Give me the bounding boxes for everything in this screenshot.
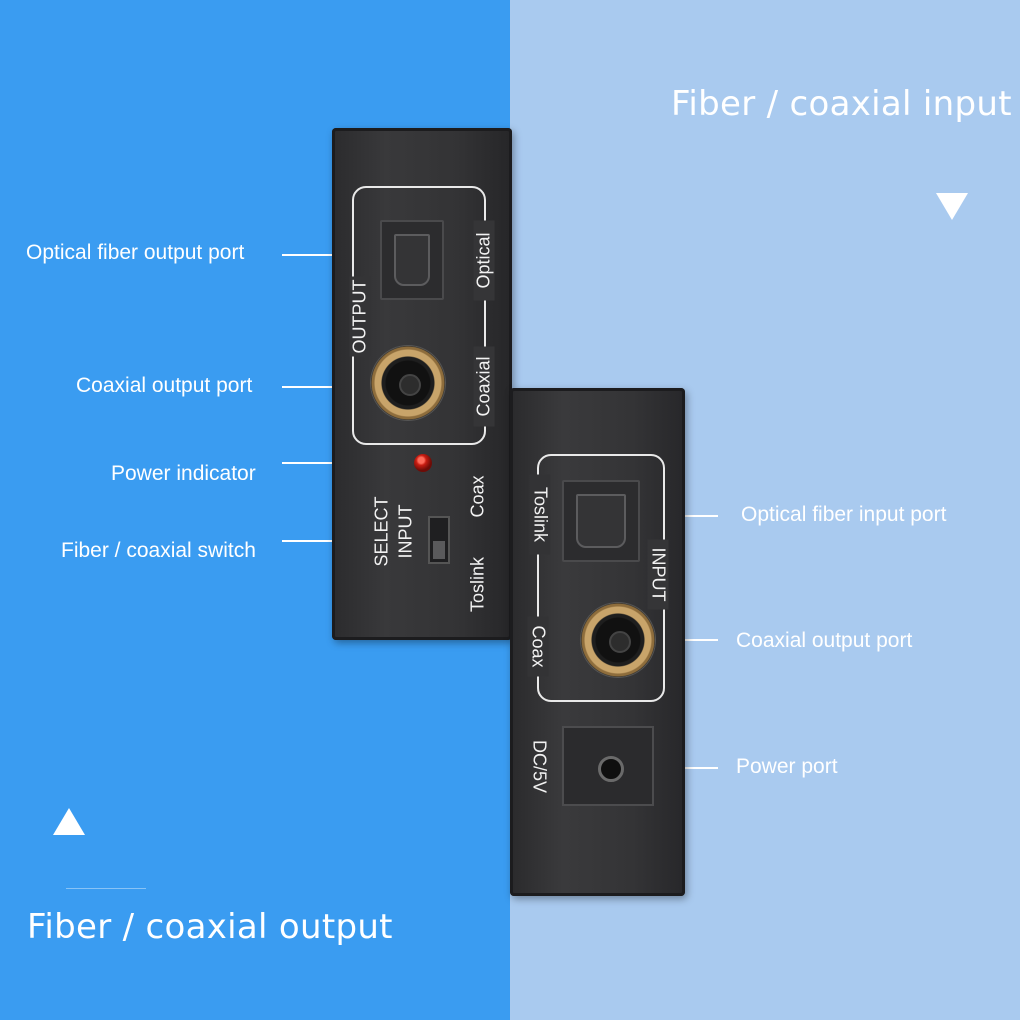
label-optical: Optical	[473, 220, 495, 301]
callout-power-indicator: Power indicator	[111, 462, 256, 485]
label-dc-5v: DC/5V	[529, 739, 550, 793]
output-heading: Fiber / coaxial output	[27, 907, 393, 947]
callout-fiber-coaxial-switch: Fiber / coaxial switch	[61, 539, 256, 562]
converter-input-side: Toslink INPUT Coax DC/5V	[510, 388, 685, 896]
optical-port-shutter	[576, 494, 626, 548]
callout-coaxial-output-port: Coaxial output port	[76, 374, 253, 397]
leader-line	[282, 386, 346, 388]
power-port[interactable]	[562, 726, 654, 806]
decorative-divider	[66, 888, 146, 889]
leader-line	[282, 540, 346, 542]
leader-line	[676, 767, 718, 769]
switch-knob[interactable]	[433, 541, 445, 559]
label-input: INPUT	[395, 504, 416, 559]
leader-line	[282, 254, 346, 256]
power-indicator-led	[414, 454, 432, 472]
triangle-down-icon	[936, 193, 968, 220]
label-coax-input: Coax	[527, 616, 549, 677]
label-select: SELECT	[371, 496, 392, 567]
optical-output-port[interactable]	[380, 220, 444, 300]
callout-coaxial-output-port-right: Coaxial output port	[736, 629, 913, 652]
callout-optical-output-port: Optical fiber output port	[26, 241, 245, 264]
leader-line	[676, 639, 718, 641]
label-toslink: Toslink	[467, 556, 488, 613]
coax-center-pin	[399, 374, 421, 396]
optical-input-port[interactable]	[562, 480, 640, 562]
callout-optical-fiber-input-port: Optical fiber input port	[741, 503, 947, 526]
optical-port-shutter	[394, 234, 430, 286]
coaxial-output-port[interactable]	[371, 346, 445, 420]
fiber-coaxial-switch[interactable]	[428, 516, 450, 564]
callout-power-port: Power port	[736, 755, 838, 778]
label-coax: Coax	[467, 475, 488, 518]
label-output: OUTPUT	[349, 276, 371, 357]
label-input-side: INPUT	[647, 539, 669, 610]
triangle-up-icon	[53, 808, 85, 835]
converter-output-side: OUTPUT Optical Coaxial SELECT INPUT Coax…	[332, 128, 512, 640]
coaxial-input-port[interactable]	[581, 603, 655, 677]
leader-line	[676, 515, 718, 517]
input-heading: Fiber / coaxial input	[671, 84, 1012, 124]
label-toslink-input: Toslink	[529, 474, 551, 555]
dc-jack-hole	[598, 756, 624, 782]
label-coaxial: Coaxial	[473, 346, 495, 427]
coax-center-pin	[609, 631, 631, 653]
